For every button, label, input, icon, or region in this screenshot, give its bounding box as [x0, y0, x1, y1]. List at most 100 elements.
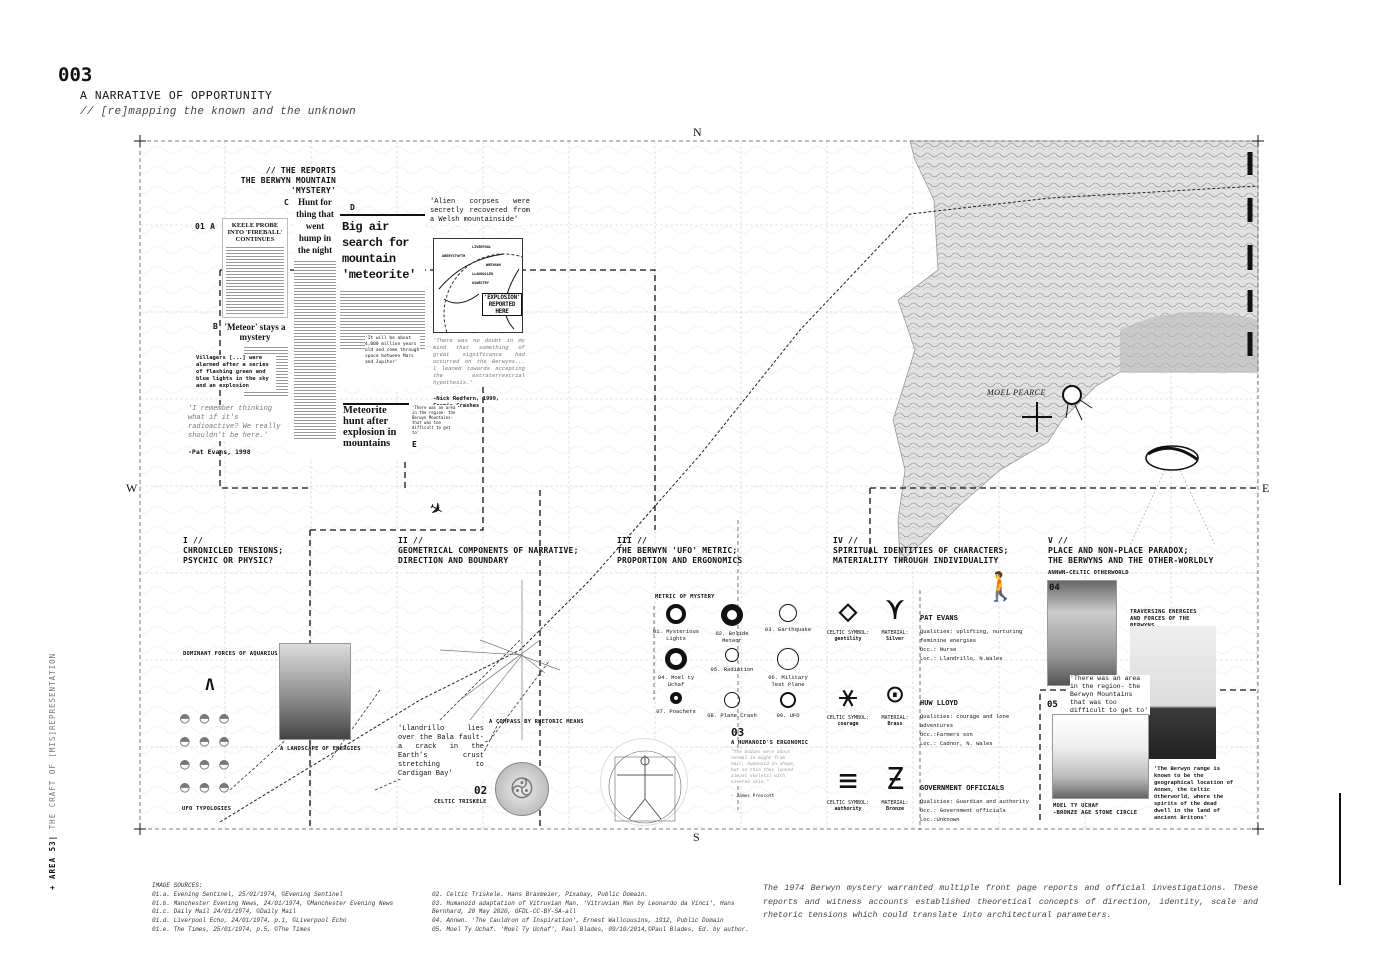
- evans-quote: 'I remember thinking what if it's radioa…: [188, 405, 292, 441]
- source-entry: 04. Annwn. 'The Cauldron of Inspiration'…: [432, 917, 724, 925]
- character-name: HUW LLOYD: [920, 700, 958, 708]
- metric-item: 08. Plane Crash: [706, 692, 758, 719]
- annwn-quote: 'The Berwyn range is known to be the geo…: [1154, 765, 1234, 821]
- celtic-symbol-icon: ◇: [838, 591, 858, 629]
- material-icon: ⋎: [885, 592, 905, 627]
- metric-circle-icon: [777, 648, 799, 670]
- character-detail: Occ.: Government officials: [920, 807, 1006, 814]
- metric-label: 05. Radiation: [710, 666, 754, 673]
- ufo-typologies-grid: ◓◓◓◓◓◓◓◓◓◓◓◓: [180, 708, 239, 796]
- place-label-moel-pearce: MOEL PEARCE: [987, 388, 1046, 397]
- stone-circle-label: MOEL TY UCHAF -BRONZE AGE STONE CIRCLE: [1053, 803, 1137, 817]
- section-heading-2: II //GEOMETRICAL COMPONENTS OF NARRATIVE…: [398, 536, 579, 566]
- clip-d-pull-quote: 'It will be about 4,000 million years ol…: [365, 336, 420, 366]
- metric-item: 06. Military Test Plane: [762, 648, 814, 688]
- celtic-symbol-icon: ≡: [838, 761, 858, 799]
- stone-circle-photo: [1052, 714, 1149, 799]
- material-value: Bronze: [885, 806, 905, 812]
- source-entry: 01.a. Evening Sentinel, 25/01/1974, ©Eve…: [152, 891, 343, 898]
- place-aberystwyth: ABERYSTWYTH: [442, 254, 466, 258]
- clip-e-pull-quote: 'There was an area in the region- the Be…: [412, 405, 458, 435]
- character-detail: Qualities: Guardian and authority: [920, 798, 1029, 805]
- clip-d-headline: Big air search for mountain 'meteorite': [342, 220, 416, 282]
- material-label: MATERIAL:: [881, 800, 909, 806]
- metric-item: 09. UFO: [762, 692, 814, 719]
- symbol-value: courage: [837, 721, 859, 727]
- metric-label: 07. Poachers: [656, 708, 696, 715]
- celtic-triskele-icon: ࿋: [495, 762, 549, 816]
- section-line2: PSYCHIC OR PHYSIC?: [183, 556, 274, 565]
- humanoid-quote: "The bodies were about normal in might f…: [731, 750, 799, 786]
- section-numeral: IV //: [833, 536, 859, 545]
- clip-c-headline: Hunt for thing that went hump in the nig…: [296, 197, 334, 255]
- alien-quote: 'Alien corpses were secretly recovered f…: [430, 198, 530, 225]
- material-symbol: ⋎MATERIAL:Silver: [876, 590, 914, 642]
- metric-circle-icon: [779, 604, 797, 622]
- news-clip-d: Big air search for mountain 'meteorite' …: [340, 214, 425, 389]
- character-detail: Occ.: Nurse: [920, 646, 957, 653]
- compass-south: S: [693, 830, 700, 844]
- news-clip-c: Hunt for thing that went hump in the nig…: [294, 196, 336, 458]
- clip-e-headline: Meteorite hunt after explosion in mounta…: [343, 405, 397, 449]
- metric-circle-icon: [665, 648, 687, 670]
- metric-item: 01. Mysterious Lights: [650, 604, 702, 642]
- section-numeral: II //: [398, 536, 424, 545]
- news-clip-e: Meteorite hunt after explosion in mounta…: [343, 403, 409, 461]
- clip-a-headline: KEELE PROBE INTO 'FIREBALL' CONTINUES: [227, 222, 283, 243]
- symbol-value: authority: [834, 806, 862, 812]
- sources-title: IMAGE SOURCES:: [152, 882, 203, 889]
- metric-label: 04. Moel ty Uchaf: [657, 674, 695, 688]
- figure-silhouette-icon: 🚶: [983, 570, 1018, 603]
- clip-b-headline: 'Meteor' stays a mystery: [224, 322, 286, 342]
- source-entry: 02. Celtic Triskele. Hans Braxmeier, Pix…: [432, 891, 649, 898]
- news-clip-a: KEELE PROBE INTO 'FIREBALL' CONTINUES: [222, 218, 288, 318]
- celtic-symbol: ≡CELTIC SYMBOL:authority: [826, 760, 870, 812]
- place-oswestry: OSWESTRY: [472, 281, 489, 285]
- metric-circle-icon: [721, 604, 743, 626]
- landscape-label: A LANDSCAPE OF ENERGIES: [280, 746, 361, 752]
- character-detail: Qualities: uplifting, nurturing feminine…: [920, 628, 1023, 644]
- area-quote: 'There was an area in the region- the Be…: [1070, 675, 1150, 715]
- clip-a-letter: A: [210, 222, 216, 231]
- character-detail: Occ.:Farmers son: [920, 731, 973, 738]
- celtic-symbol: ⚹CELTIC SYMBOL:courage: [826, 675, 870, 727]
- divider-line: [1339, 793, 1341, 885]
- character-name: PAT EVANS: [920, 615, 958, 623]
- rhetoric-compass: [439, 580, 561, 740]
- triskele-label: CELTIC TRISKELE: [434, 799, 487, 805]
- metric-item: 07. Poachers: [650, 692, 702, 715]
- metric-circle-icon: [780, 692, 796, 708]
- source-entry: 01.e. The Times, 25/01/1974, p.5, ©The T…: [152, 925, 311, 933]
- reports-title-line1: // THE REPORTS: [265, 166, 336, 175]
- triskele-id: 02: [474, 784, 488, 797]
- metric-title: METRIC OF MYSTERY: [655, 594, 715, 600]
- section-line2: THE BERWYNS AND THE OTHER-WORLDLY: [1048, 556, 1214, 565]
- symbol-label: CELTIC SYMBOL:: [826, 715, 870, 721]
- stone-circle-name: MOEL TY UCHAF: [1053, 803, 1099, 809]
- metric-circle-icon: [724, 692, 740, 708]
- character-detail: Loc.:Unknown: [920, 816, 960, 823]
- section-heading-3: III //THE BERWYN 'UFO' METRIC;PROPORTION…: [617, 536, 742, 566]
- section-line1: THE BERWYN 'UFO' METRIC;: [617, 546, 738, 555]
- clip-c-letter: C: [284, 198, 290, 207]
- section-line2: PROPORTION AND ERGONOMICS: [617, 556, 743, 565]
- source-entry: 01.d. Liverpool Echo, 24/01/1974, p.1, ©…: [152, 917, 347, 925]
- material-value: Brass: [887, 721, 903, 727]
- section-heading-5: V //PLACE AND NON-PLACE PARADOX;THE BERW…: [1048, 536, 1214, 566]
- map-clip-stamp: 'EXPLOSION' REPORTED HERE: [482, 293, 522, 316]
- source-entry: 03. Humanoid adaptation of Vitruvian Man…: [432, 899, 735, 916]
- reports-id-number: 01: [195, 222, 206, 231]
- metric-circle-icon: [670, 692, 682, 704]
- character-card: PAT EVANS Qualities: uplifting, nurturing…: [920, 615, 1035, 663]
- source-entry: 01.b. Manchester Evening News, 24/01/197…: [152, 899, 394, 907]
- metric-circle-icon: [666, 604, 686, 624]
- metric-item: 02. Bolide Meteor: [706, 604, 758, 644]
- reports-id: 01 A: [195, 222, 215, 232]
- humanoid-id: 03: [731, 726, 745, 739]
- compass-north: N: [693, 125, 702, 139]
- symbol-label: CELTIC SYMBOL:: [826, 630, 870, 636]
- place-wrexham: WREXHAM: [486, 263, 501, 267]
- map-clip-places: LIVERPOOL ABERYSTWYTH WREXHAM LLANGOLLEN…: [442, 243, 501, 288]
